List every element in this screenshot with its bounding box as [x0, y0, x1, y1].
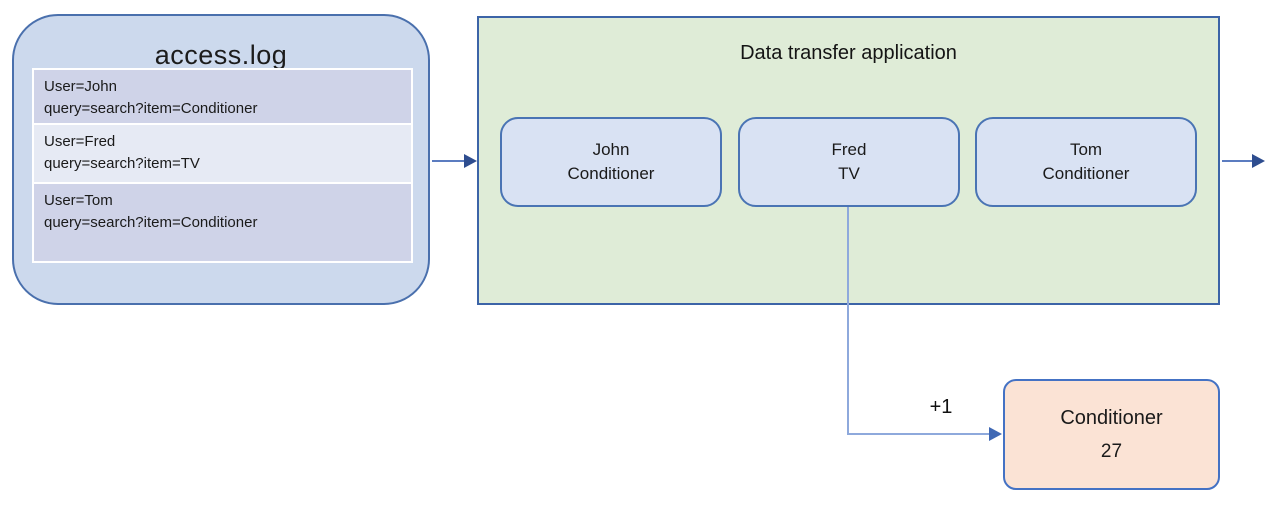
log-entry-tom: User=Tom query=search?item=Conditioner [34, 184, 411, 261]
data-transfer-app-title: Data transfer application [740, 42, 957, 64]
record-john-conditioner: John Conditioner [500, 117, 722, 207]
record-user: Fred [831, 140, 867, 159]
access-log-box: access.log User=John query=search?item=C… [12, 14, 430, 305]
log-entry-user: User=Tom [44, 192, 113, 209]
log-entry-query: query=search?item=Conditioner [44, 100, 258, 117]
log-entry-query: query=search?item=TV [44, 155, 200, 172]
log-entry-john: User=John query=search?item=Conditioner [34, 70, 411, 123]
increment-label: +1 [929, 396, 953, 418]
access-log-title: access.log [154, 40, 288, 70]
connector-log-to-app [432, 160, 466, 162]
counter-value: 27 [1100, 440, 1123, 462]
data-transfer-app-box: Data transfer application John Condition… [477, 16, 1220, 305]
log-entry-user: User=Fred [44, 133, 116, 150]
record-item: TV [838, 164, 860, 183]
log-entry-fred: User=Fred query=search?item=TV [34, 125, 411, 182]
connector-fred-down [847, 207, 849, 435]
log-entry-query: query=search?item=Conditioner [44, 214, 258, 231]
connector-fred-right [847, 433, 991, 435]
record-item: Conditioner [1042, 164, 1130, 183]
log-entry-user: User=John [44, 78, 117, 95]
arrowhead-to-counter-icon [989, 427, 1002, 441]
record-user: Tom [1069, 140, 1103, 159]
record-item: Conditioner [567, 164, 655, 183]
record-tom-conditioner: Tom Conditioner [975, 117, 1197, 207]
access-log-table: User=John query=search?item=Conditioner … [32, 68, 413, 263]
connector-app-out [1222, 160, 1254, 162]
counter-label: Conditioner [1060, 406, 1163, 429]
arrowhead-log-to-app-icon [464, 154, 477, 168]
conditioner-counter-box: Conditioner 27 [1003, 379, 1220, 490]
record-fred-tv: Fred TV [738, 117, 960, 207]
record-user: John [592, 140, 630, 159]
arrowhead-app-out-icon [1252, 154, 1265, 168]
